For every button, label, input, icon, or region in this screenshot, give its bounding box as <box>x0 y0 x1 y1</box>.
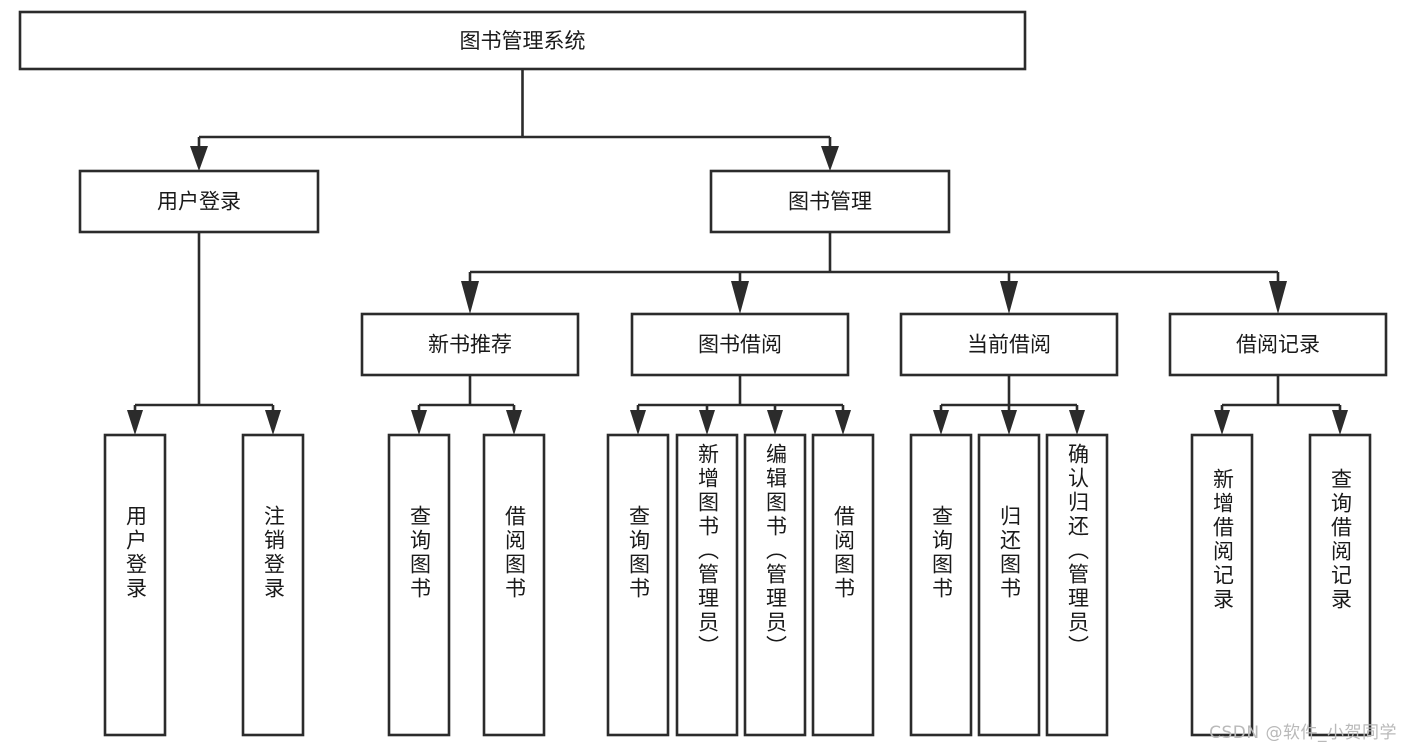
node-root-label: 图书管理系统 <box>460 29 586 53</box>
connectors <box>127 69 1348 435</box>
node-leaf-query-book-1[interactable] <box>387 433 451 737</box>
node-user-login[interactable] <box>78 169 320 234</box>
arrowhead-leaf-borrow-book-2 <box>835 410 851 435</box>
node-book-borrow[interactable] <box>630 312 850 377</box>
node-book-borrow-label: 图书借阅 <box>698 333 782 357</box>
arrowhead-leaf-logout-login <box>265 410 281 435</box>
node-book-manage-label: 图书管理 <box>788 190 872 214</box>
arrowhead-book-manage <box>821 146 839 171</box>
node-new-book-recommend[interactable] <box>360 312 580 377</box>
node-root[interactable] <box>18 10 1027 71</box>
arrowhead-leaf-return-book <box>1001 410 1017 435</box>
arrowhead-user-login <box>190 146 208 171</box>
node-borrow-record[interactable] <box>1168 312 1388 377</box>
node-leaf-query-book-2[interactable] <box>606 433 670 737</box>
node-current-borrow[interactable] <box>899 312 1119 377</box>
node-leaf-edit-book[interactable] <box>743 433 807 737</box>
node-user-login-label: 用户登录 <box>157 190 241 214</box>
node-leaf-borrow-book-1[interactable] <box>482 433 546 737</box>
arrowhead-leaf-add-book <box>699 410 715 435</box>
node-leaf-add-book[interactable] <box>675 433 739 737</box>
arrowhead-leaf-borrow-book-1 <box>506 410 522 435</box>
node-leaf-borrow-book-2[interactable] <box>811 433 875 737</box>
node-leaf-query-record[interactable] <box>1308 433 1372 737</box>
arrowhead-leaf-user-login <box>127 410 143 435</box>
node-leaf-query-book-3[interactable] <box>909 433 973 737</box>
arrowhead-leaf-edit-book <box>767 410 783 435</box>
arrowhead-leaf-query-book-1 <box>411 410 427 435</box>
node-book-manage[interactable] <box>709 169 951 234</box>
arrowhead-book-borrow <box>731 281 749 314</box>
node-leaf-add-record[interactable] <box>1190 433 1254 737</box>
node-leaf-user-login[interactable] <box>103 433 167 737</box>
arrowhead-leaf-query-record <box>1332 410 1348 435</box>
arrowhead-new-book <box>461 281 479 314</box>
node-borrow-record-label: 借阅记录 <box>1236 333 1320 357</box>
arrowhead-leaf-query-book-2 <box>630 410 646 435</box>
arrowhead-borrow-record <box>1269 281 1287 314</box>
arrowhead-current-borrow <box>1000 281 1018 314</box>
node-new-book-recommend-label: 新书推荐 <box>428 333 512 357</box>
arrowhead-leaf-query-book-3 <box>933 410 949 435</box>
node-boxes: 图书管理系统 用户登录 图书管理 新书推荐 图书借阅 当前借阅 借阅记录 <box>18 10 1388 737</box>
arrowhead-leaf-add-record <box>1214 410 1230 435</box>
node-current-borrow-label: 当前借阅 <box>967 333 1051 357</box>
node-leaf-logout-login[interactable] <box>241 433 305 737</box>
csdn-watermark: CSDN @软件_小贺同学 <box>1209 723 1397 743</box>
arrowhead-leaf-confirm-return <box>1069 410 1085 435</box>
node-leaf-confirm-return[interactable] <box>1045 433 1109 737</box>
node-leaf-return-book[interactable] <box>977 433 1041 737</box>
